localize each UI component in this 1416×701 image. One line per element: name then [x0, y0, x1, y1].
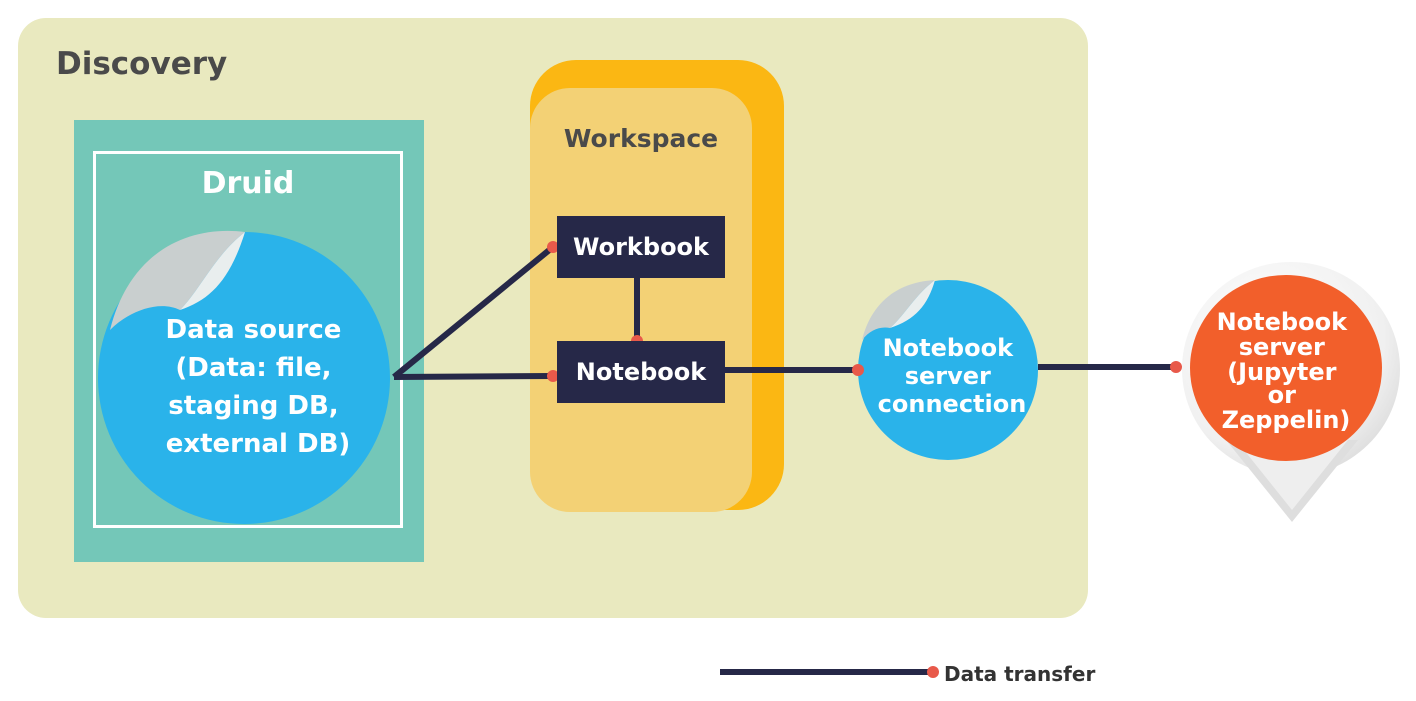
connector-dot — [852, 364, 864, 376]
server-line: server — [1239, 333, 1325, 361]
connection-blob — [858, 280, 1038, 460]
connection-line: server — [905, 362, 991, 390]
data-source-blob — [98, 230, 390, 524]
connection-line: Notebook — [883, 334, 1014, 362]
connector-datasource-workbook — [392, 244, 555, 380]
notebook-server-circle — [1190, 275, 1382, 461]
workspace-panel — [530, 88, 752, 512]
server-line: or — [1268, 381, 1296, 409]
data-source-line: (Data: file, — [175, 353, 331, 383]
druid-title: Druid — [201, 166, 295, 201]
notebook-server-label: Notebook server (Jupyter or Zeppelin) — [1217, 308, 1356, 434]
connector-dot — [547, 370, 559, 382]
workbook-box[interactable]: Workbook — [557, 216, 725, 278]
server-line: (Jupyter — [1227, 358, 1337, 386]
connector-datasource-notebook — [393, 373, 554, 380]
legend-dot — [927, 666, 939, 678]
druid-inner-frame — [93, 151, 403, 528]
notebook-box[interactable]: Notebook — [557, 341, 725, 403]
connector-dot — [1170, 361, 1182, 373]
connection-label: Notebook server connection — [878, 334, 1027, 418]
server-line: Notebook — [1217, 308, 1348, 336]
connector-dot — [547, 241, 559, 253]
data-source-line: Data source — [166, 315, 342, 345]
legend-label: Data transfer — [944, 662, 1096, 686]
server-line: Zeppelin) — [1222, 406, 1351, 434]
data-source-line: external DB) — [166, 429, 351, 459]
data-source-label: Data source (Data: file, staging DB, ext… — [166, 315, 351, 459]
connection-line: connection — [878, 390, 1027, 418]
discovery-title: Discovery — [56, 46, 228, 82]
workspace-title: Workspace — [563, 124, 719, 153]
data-source-line: staging DB, — [168, 391, 338, 421]
